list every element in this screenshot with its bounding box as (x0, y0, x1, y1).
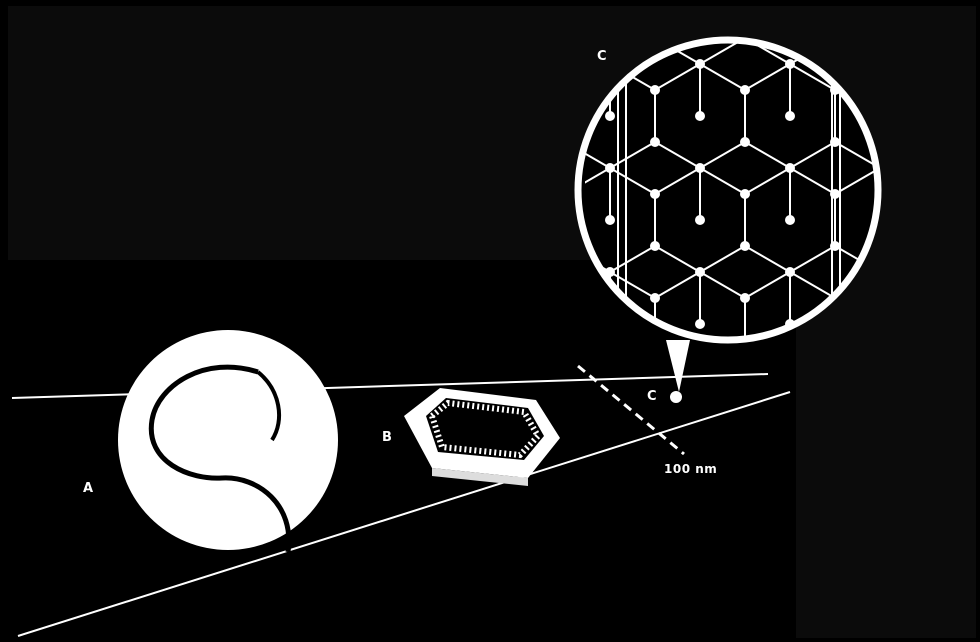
scale-bar-label: 100 nm (664, 463, 717, 476)
tennis-ball-icon (118, 330, 338, 552)
label-c-inset: C (597, 50, 607, 63)
label-b: B (382, 431, 392, 444)
label-a: A (83, 482, 93, 495)
carbon-nanotube-icon (578, 32, 925, 372)
nanotube-point-marker (666, 340, 690, 403)
label-c-point: C (647, 390, 657, 403)
